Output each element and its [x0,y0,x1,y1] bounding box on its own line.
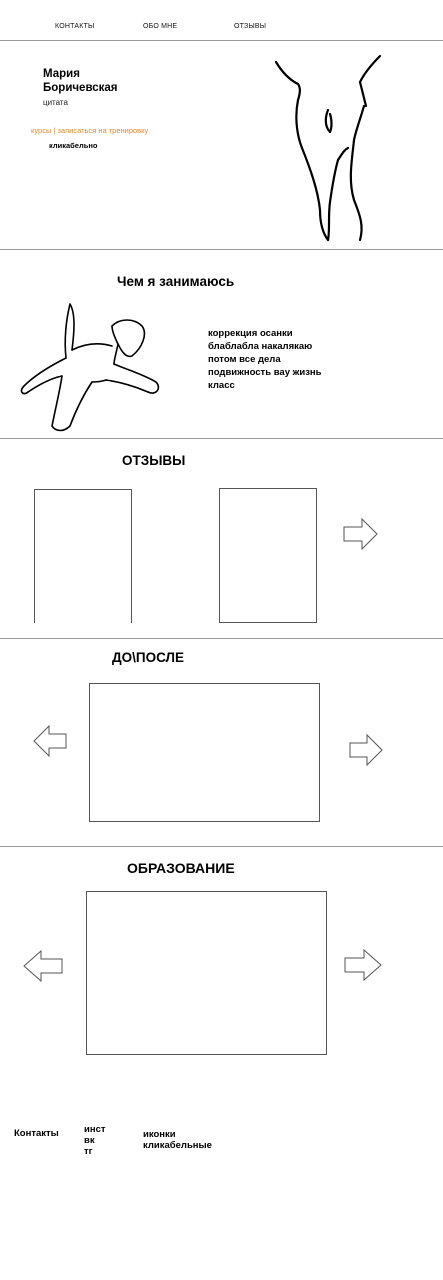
activities-title: Чем я занимаюсь [117,274,235,289]
hero-name-last: Боричевская [43,82,118,94]
footer-note: иконки кликабельные [143,1129,212,1151]
divider [0,846,443,847]
education-image [86,891,327,1055]
activities-figure-sketch [20,303,160,432]
social-link-tg[interactable]: тг [84,1146,93,1157]
divider [0,638,443,639]
divider [0,249,443,250]
arrow-right-icon[interactable] [344,948,382,982]
divider [0,438,443,439]
review-card[interactable] [34,489,132,623]
footer-note-line: иконки [143,1129,176,1140]
footer-note-line: кликабельные [143,1140,212,1151]
activities-line: потом все дела [208,354,281,365]
reviews-title: ОТЗЫВЫ [122,453,186,468]
arrow-right-icon[interactable] [343,517,379,551]
hero-name-first: Мария [43,68,80,80]
social-link-vk[interactable]: вк [84,1135,95,1146]
arrow-right-icon[interactable] [349,733,383,767]
activities-line: блаблабла накалякаю [208,341,313,352]
hero-figure-sketch [274,54,382,242]
hero-cta-link[interactable]: курсы | записаться на тренировку [31,126,149,135]
nav-link-contacts[interactable]: КОНТАКТЫ [55,23,95,30]
hero-clickable-note: кликабельно [49,141,98,150]
education-title: ОБРАЗОВАНИЕ [127,860,235,876]
social-link-inst[interactable]: инст [84,1124,106,1135]
hero-name: Мария Боричевская [43,67,153,95]
nav-link-about[interactable]: ОБО МНЕ [143,23,178,30]
nav-link-reviews[interactable]: ОТЗЫВЫ [234,23,267,30]
before-after-image [89,683,320,822]
divider [0,40,443,41]
arrow-left-icon[interactable] [33,725,67,757]
arrow-left-icon[interactable] [23,949,63,983]
hero-quote: цитата [43,98,68,107]
social-links: инст вк тг [84,1124,106,1157]
before-after-title: ДО\ПОСЛЕ [112,650,184,665]
activities-line: подвижность вау жизнь [208,367,322,378]
footer-contacts-label: Контакты [14,1128,59,1139]
review-card[interactable] [219,488,317,623]
activities-line: класс [208,380,235,391]
activities-list: коррекция осанки блаблабла накалякаю пот… [208,327,348,392]
activities-line: коррекция осанки [208,328,293,339]
